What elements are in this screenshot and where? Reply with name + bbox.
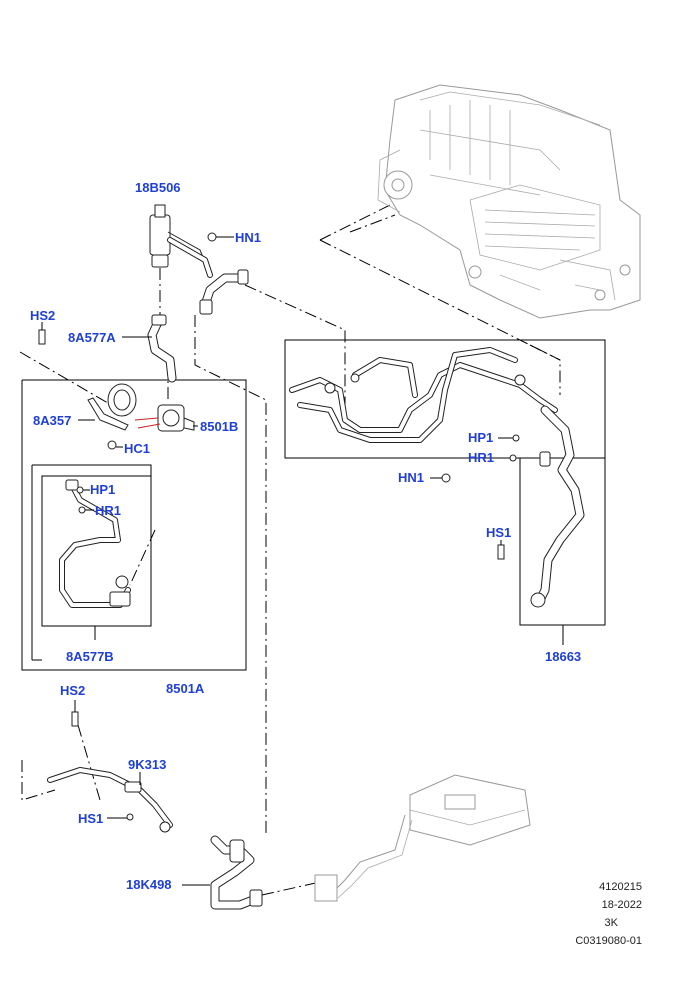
callout-9K313[interactable]: 9K313 [128, 757, 166, 772]
frame-upper-right [284, 339, 606, 459]
fastener-hp1-right[interactable] [498, 434, 520, 442]
callout-hn1-right[interactable]: HN1 [398, 470, 424, 485]
callout-hs1-right[interactable]: HS1 [486, 525, 511, 540]
callout-labels: 18B506 HN1 HS2 8A577A 8A357 8501B HC1 HP… [30, 180, 581, 892]
nut-hn1-right[interactable] [430, 473, 451, 483]
clip-hc1[interactable] [107, 440, 123, 450]
callout-hp1-left[interactable]: HP1 [90, 482, 115, 497]
reference-line-3: 3K [604, 917, 618, 929]
screw-hs2-bottom[interactable] [71, 700, 79, 727]
nut-hn1-top[interactable] [207, 232, 234, 242]
callout-18663[interactable]: 18663 [545, 649, 581, 664]
hose-upper[interactable] [199, 269, 249, 315]
reference-line-1: 4120215 [599, 881, 642, 893]
hose-18663[interactable] [530, 405, 585, 645]
callout-hn1-top[interactable]: HN1 [235, 230, 261, 245]
callout-8A357[interactable]: 8A357 [33, 413, 71, 428]
screw-hs2-top[interactable] [38, 322, 46, 345]
routing-lines [19, 204, 561, 896]
bracket-8A357[interactable] [78, 383, 137, 431]
fastener-hp1-left[interactable] [76, 486, 90, 494]
valve-18B506[interactable] [149, 204, 213, 278]
reference-line-2: 18-2022 [601, 899, 642, 911]
callout-hs2-top[interactable]: HS2 [30, 308, 55, 323]
hose-8A577A[interactable] [122, 314, 177, 383]
callout-hr1-right[interactable]: HR1 [468, 450, 494, 465]
hvac-unit [377, 84, 641, 319]
fastener-hr1-left[interactable] [78, 506, 94, 514]
callout-8A577B[interactable]: 8A577B [66, 649, 114, 664]
callout-hs2-bottom[interactable]: HS2 [60, 683, 85, 698]
hose-9K313[interactable] [47, 767, 173, 833]
hose-network-upper-right[interactable] [289, 347, 558, 443]
callout-hr1-left[interactable]: HR1 [95, 503, 121, 518]
hose-8A577B[interactable] [59, 479, 131, 640]
callout-18K498[interactable]: 18K498 [126, 877, 172, 892]
hose-18K498[interactable] [182, 835, 263, 910]
frame-8A577B [41, 475, 152, 627]
callout-8501A[interactable]: 8501A [166, 681, 205, 696]
screw-hs1-bottom[interactable] [107, 813, 134, 821]
fastener-hr1-right[interactable] [498, 454, 517, 462]
callout-8A577A[interactable]: 8A577A [68, 330, 116, 345]
screw-hs1-right[interactable] [497, 540, 505, 560]
battery-module [314, 774, 531, 902]
callout-hs1-bottom[interactable]: HS1 [78, 811, 103, 826]
callout-hc1[interactable]: HC1 [124, 441, 150, 456]
reference-block: 4120215 18-2022 3K C0319080-01 [575, 878, 642, 950]
reference-line-4: C0319080-01 [575, 935, 642, 947]
callout-8501B[interactable]: 8501B [200, 419, 238, 434]
pump-8501B[interactable] [134, 404, 198, 432]
callout-18B506[interactable]: 18B506 [135, 180, 181, 195]
callout-hp1-right[interactable]: HP1 [468, 430, 493, 445]
frame-8A577B-outer [32, 464, 152, 476]
assembly-frames [21, 339, 606, 671]
